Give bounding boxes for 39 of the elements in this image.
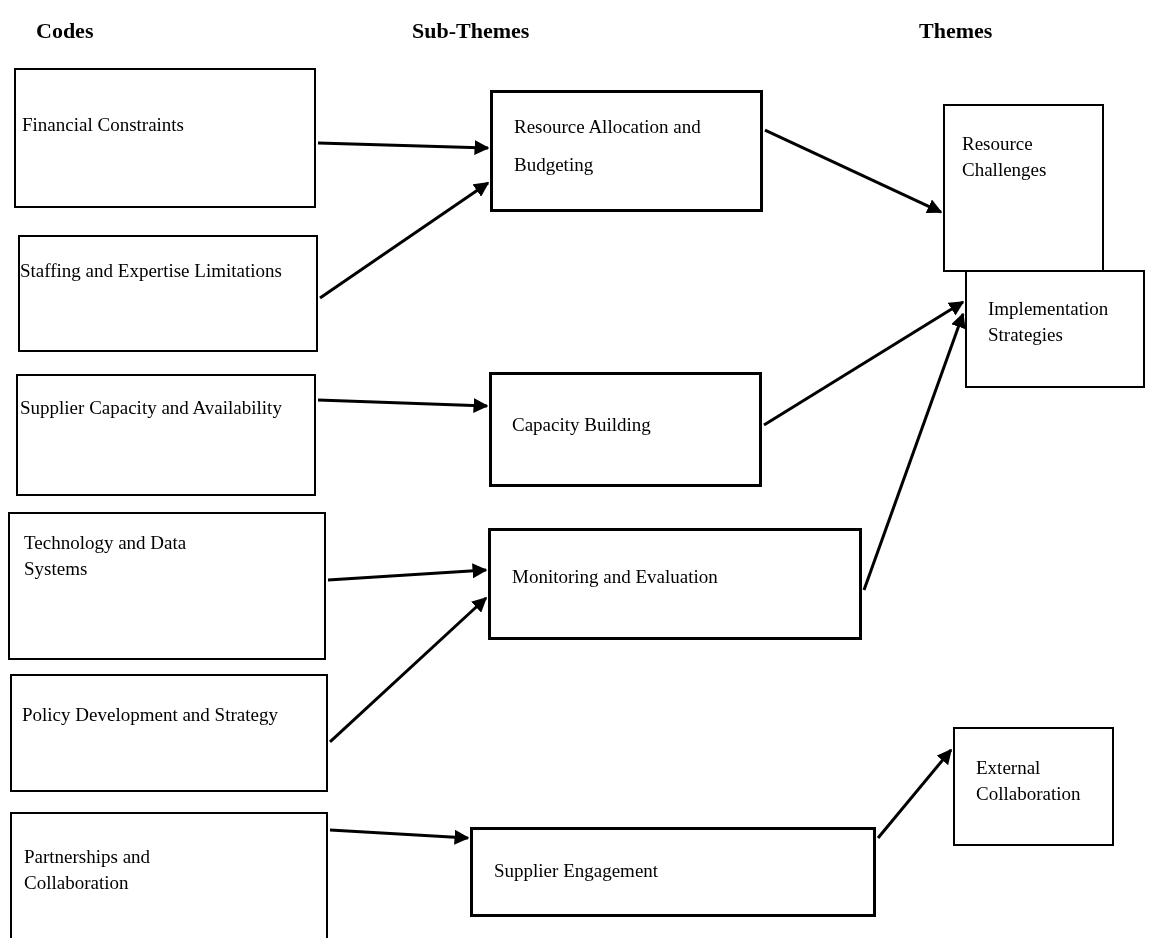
column-heading: Codes <box>36 18 94 44</box>
text-box <box>10 812 328 938</box>
text-box <box>489 372 762 487</box>
box-label: Partnerships and Collaboration <box>24 845 152 895</box>
text-box <box>953 727 1114 846</box>
arrow <box>329 596 488 744</box>
arrow <box>862 312 966 591</box>
box-label: External Collaboration <box>976 756 1082 806</box>
arrow <box>763 300 965 427</box>
box-label: Supplier Engagement <box>494 859 660 883</box>
text-box <box>488 528 862 640</box>
box-label: Staffing and Expertise Limitations <box>20 259 283 283</box>
arrow <box>876 748 953 839</box>
text-box <box>943 104 1104 272</box>
arrow <box>327 563 488 582</box>
arrow <box>317 140 490 156</box>
column-heading: Themes <box>919 18 993 44</box>
text-box <box>18 235 318 352</box>
box-label: Technology and Data Systems <box>24 531 188 581</box>
box-label: Implementation Strategies <box>988 297 1110 347</box>
text-box <box>10 674 328 792</box>
arrow <box>317 398 489 414</box>
box-label: Resource Challenges <box>962 132 1048 182</box>
text-box <box>490 90 763 212</box>
box-label: Supplier Capacity and Availability <box>20 396 283 420</box>
text-box <box>16 374 316 496</box>
text-box <box>14 68 316 208</box>
arrow <box>329 828 470 845</box>
arrow <box>319 181 490 300</box>
box-label: Monitoring and Evaluation <box>512 565 719 589</box>
text-box <box>965 270 1145 388</box>
arrow <box>764 128 943 214</box>
box-label: Resource Allocation and Budgeting <box>514 115 702 177</box>
box-label: Capacity Building <box>512 413 652 437</box>
box-label: Policy Development and Strategy <box>22 703 279 727</box>
text-box <box>470 827 876 917</box>
box-label: Financial Constraints <box>22 113 185 137</box>
text-box <box>8 512 326 660</box>
column-heading: Sub-Themes <box>412 18 530 44</box>
